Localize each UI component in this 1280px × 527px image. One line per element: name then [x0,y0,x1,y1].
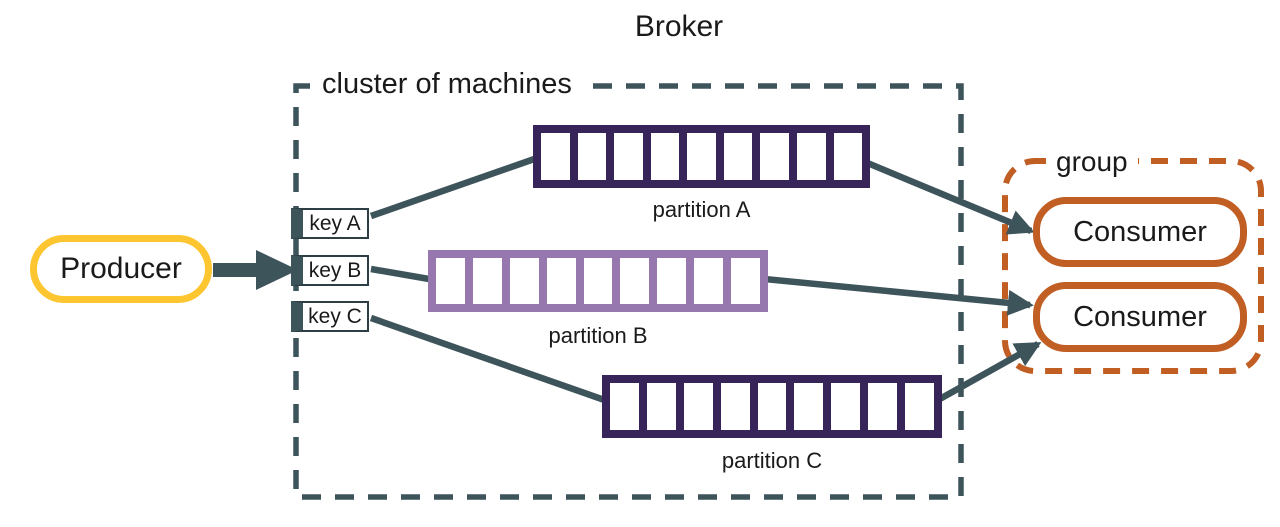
partition-cell [720,383,750,430]
partition-cell [760,133,789,180]
partition-cell [683,383,713,430]
partition-cell [650,133,680,180]
arrow-partitionB-to-consumer2 [743,273,1034,316]
partition-cell [541,133,570,180]
key-c-box: key C [291,301,369,332]
partition-cell [833,133,863,180]
consumer-2-label: Consumer [1073,300,1207,333]
partition-cell [577,133,607,180]
cluster-label: cluster of machines [310,66,584,102]
arrow-partitionA-to-consumer1 [851,153,1035,235]
partition-cell [546,258,576,304]
partition-cell [472,258,502,304]
arrow-keyC-to-partitionC [369,314,634,414]
partition-cell [731,258,761,304]
partition-cell [687,133,716,180]
cluster-dashed-border [293,83,964,500]
partition-cell [794,383,824,430]
partition-cell [646,383,676,430]
partition-cell [614,133,643,180]
consumer-2-node: Consumer [1033,282,1247,352]
group-label: group [1046,146,1138,178]
partition-cell [905,383,935,430]
partition-cell [796,133,826,180]
partition-b-queue [428,250,768,312]
key-a-label: key A [309,211,361,235]
partition-cell [436,258,465,304]
partition-cell [868,383,898,430]
partition-cell [757,383,787,430]
partition-c-label: partition C [721,448,823,473]
partition-cell [509,258,539,304]
partition-cell [657,258,687,304]
key-b-label: key B [308,258,362,282]
partition-a-queue [533,125,870,188]
partition-cell [620,258,650,304]
broker-title: Broker [634,10,724,43]
producer-node: Producer [30,235,212,303]
partition-cell [723,133,753,180]
consumer-1-label: Consumer [1073,215,1207,248]
producer-arrow [213,250,298,290]
partition-c-queue [602,375,942,438]
partition-cell [583,258,613,304]
partition-cell [831,383,861,430]
partition-b-label: partition B [548,323,648,348]
key-a-box: key A [291,208,369,239]
partition-cell [694,258,724,304]
partition-a-label: partition A [652,197,751,222]
arrow-keyA-to-partitionA [369,145,564,220]
key-b-box: key B [291,255,369,286]
consumer-1-node: Consumer [1033,197,1247,267]
key-c-label: key C [308,304,362,328]
partition-cell [610,383,639,430]
producer-label: Producer [60,252,182,285]
